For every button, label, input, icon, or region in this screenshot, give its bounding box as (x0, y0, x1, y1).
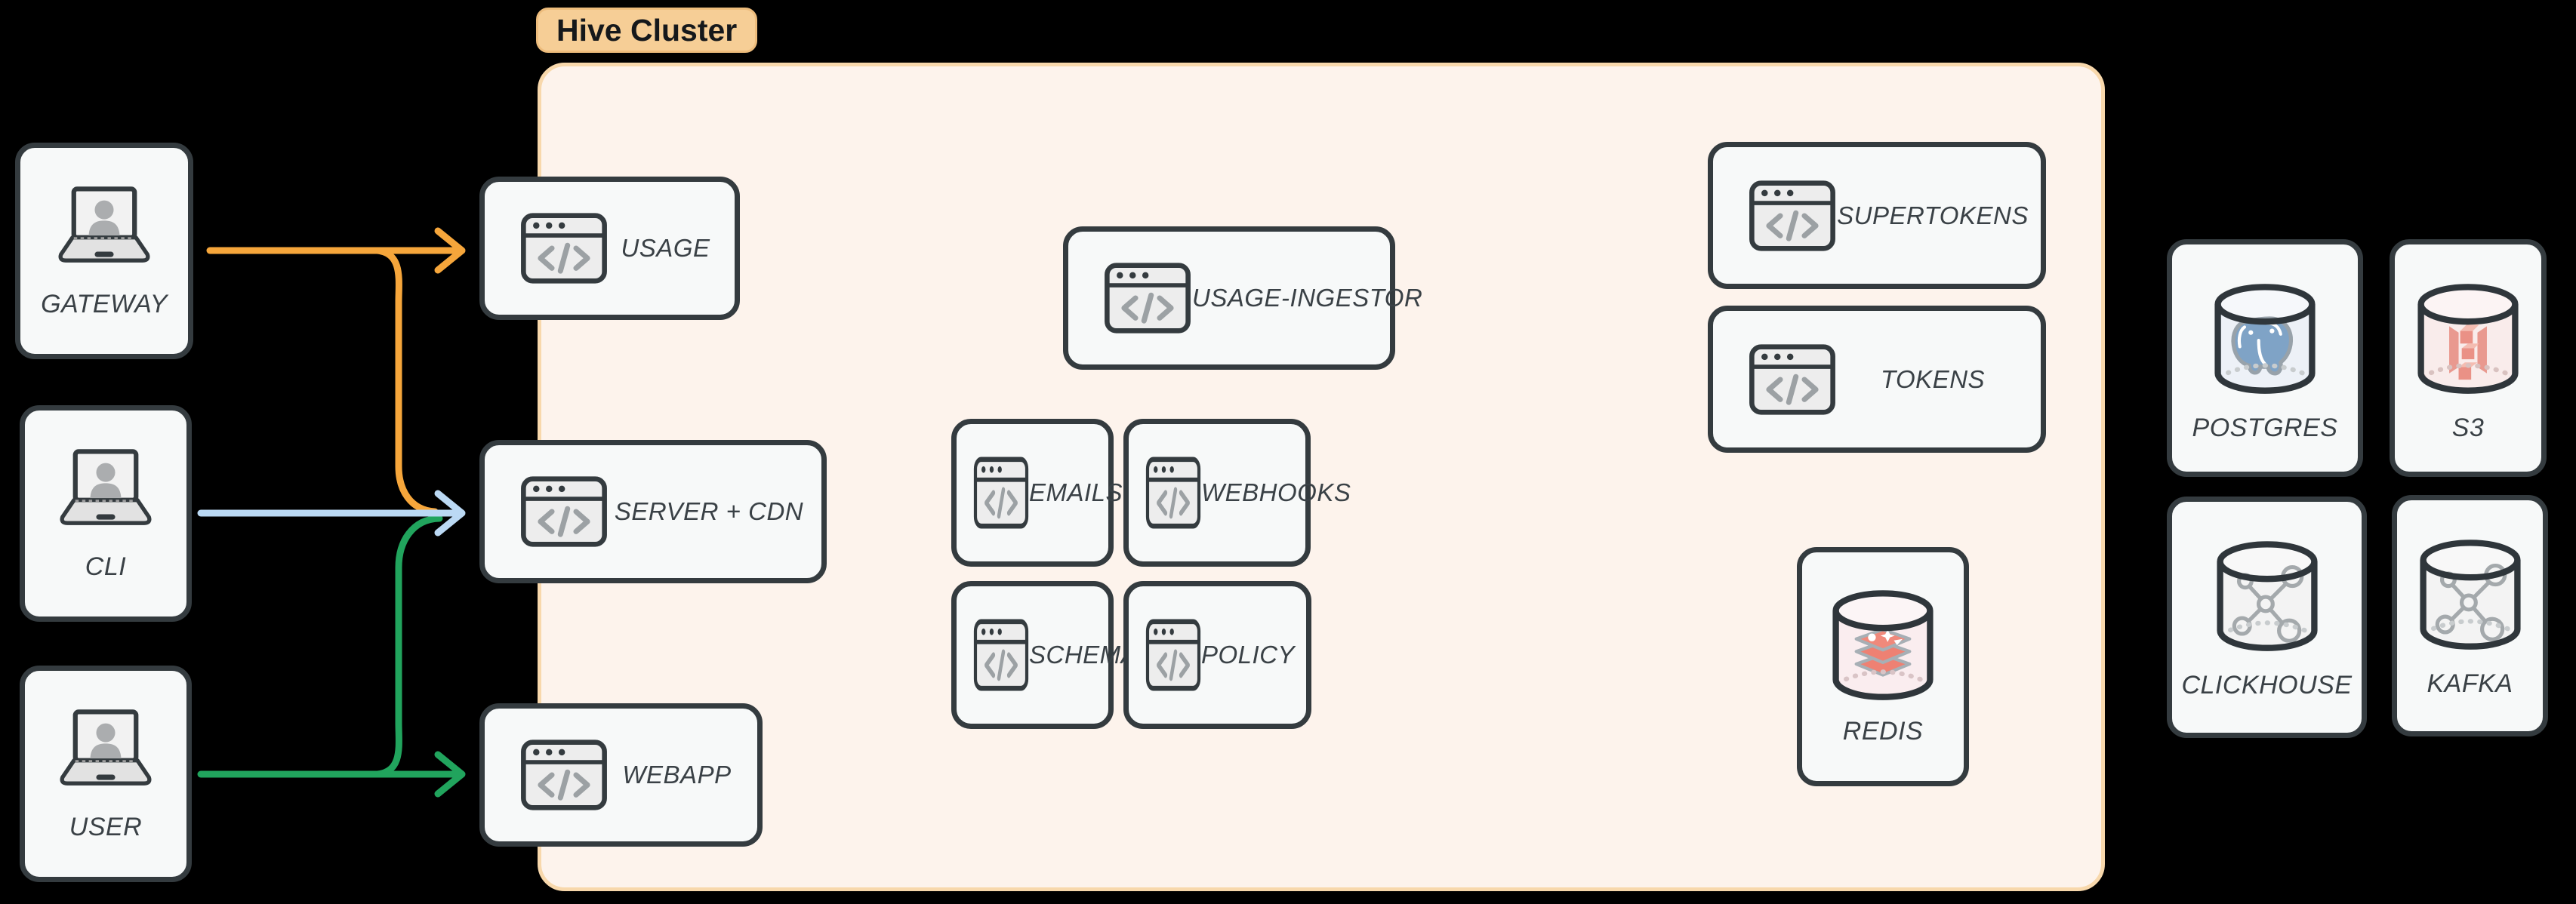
service-label-supertokens: SUPERTOKENS (1837, 201, 2029, 229)
service-node-usage: USAGE (479, 177, 740, 320)
client-node-gateway: GATEWAY (15, 143, 193, 359)
arrow-gateway-to-usage-head (434, 227, 466, 274)
datastore-label-s3: S3 (2451, 414, 2485, 442)
service-label-tokens: TOKENS (1880, 364, 1986, 393)
service-label-policy: POLICY (1201, 641, 1296, 669)
code-window-icon (1748, 180, 1837, 252)
code-window-icon (1748, 343, 1837, 416)
code-window-icon (519, 739, 609, 811)
service-label-webapp: WEBAPP (622, 761, 732, 789)
code-window-icon (1145, 456, 1201, 530)
s3-database-icon (2413, 279, 2523, 397)
code-window-icon (1145, 618, 1201, 692)
arrow-cli-to-server-cdn-head (434, 490, 466, 537)
datastore-label-kafka: KAFKA (2427, 669, 2513, 698)
service-label-usage: USAGE (621, 234, 710, 262)
service-node-emails: EMAILS (951, 419, 1123, 567)
code-window-icon (1103, 262, 1192, 334)
laptop-user-icon (48, 707, 163, 792)
datastore-node-kafka: KAFKA (2392, 495, 2548, 736)
service-label-usage-ingestor: USAGE-INGESTOR (1192, 284, 1423, 312)
cluster-title-label: Hive Cluster (556, 12, 738, 48)
service-label-server-cdn: SERVER + CDN (614, 497, 804, 525)
datastore-node-s3: S3 (2390, 239, 2547, 477)
code-window-icon (973, 618, 1029, 692)
code-window-icon (519, 475, 609, 548)
service-node-tokens: TOKENS (1708, 306, 2046, 453)
service-node-schema: SCHEMA (951, 581, 1138, 729)
service-node-redis: REDIS (1797, 547, 1969, 786)
code-window-icon (519, 212, 609, 284)
arrow-user-to-server-cdn (374, 515, 443, 778)
arrow-user-to-webapp-head (434, 751, 466, 798)
client-label-cli: CLI (85, 552, 127, 581)
client-node-user: USER (20, 666, 192, 882)
service-label-webhooks: WEBHOOKS (1201, 478, 1351, 506)
client-label-user: USER (69, 813, 143, 841)
client-label-gateway: GATEWAY (41, 290, 168, 318)
service-node-supertokens: SUPERTOKENS (1708, 142, 2046, 289)
service-node-webhooks: WEBHOOKS (1123, 419, 1351, 567)
datastore-node-clickhouse: CLICKHOUSE (2167, 497, 2367, 738)
cluster-title-badge: Hive Cluster (536, 8, 758, 53)
service-label-redis: REDIS (1842, 717, 1924, 746)
code-window-icon (973, 456, 1029, 530)
datastore-label-clickhouse: CLICKHOUSE (2181, 671, 2353, 700)
datastore-label-postgres: POSTGRES (2192, 414, 2338, 442)
datastore-node-postgres: POSTGRES (2167, 239, 2363, 477)
redis-database-icon (1828, 586, 1938, 703)
service-node-usage-ingestor: USAGE-INGESTOR (1063, 226, 1422, 370)
arrow-gateway-to-server-cdn (374, 247, 439, 515)
service-node-server-cdn: SERVER + CDN (479, 440, 827, 583)
laptop-user-icon (47, 184, 162, 269)
kafka-database-icon (2415, 535, 2525, 653)
service-node-webapp: WEBAPP (479, 703, 763, 847)
client-node-cli: CLI (20, 405, 192, 622)
service-label-emails: EMAILS (1029, 478, 1123, 506)
laptop-user-icon (48, 447, 163, 531)
postgres-database-icon (2210, 279, 2320, 397)
clickhouse-database-icon (2212, 537, 2322, 654)
service-node-policy: POLICY (1123, 581, 1311, 729)
service-label-schema: SCHEMA (1029, 641, 1139, 669)
